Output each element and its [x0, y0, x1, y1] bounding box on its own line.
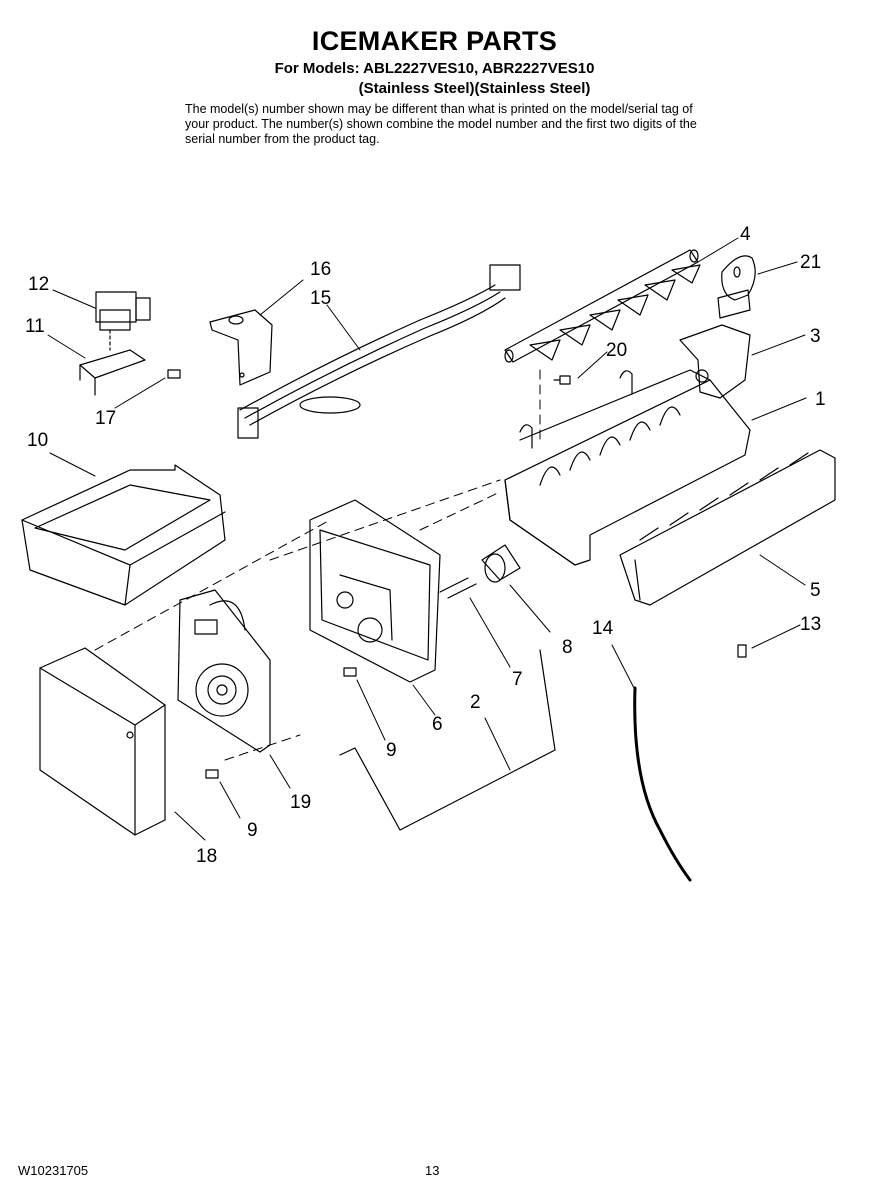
screw-part-20: [553, 375, 571, 385]
callout-16: 16: [310, 259, 331, 280]
screw-part-9a: [343, 667, 357, 677]
shutoff-arm-part-2: [339, 649, 556, 831]
models-line-2: (Stainless Steel)(Stainless Steel): [358, 80, 591, 97]
cam-part-21: [717, 255, 756, 319]
screw-part-13: [737, 644, 747, 658]
callout-21: 21: [800, 252, 821, 273]
water-valve-part-12: [95, 291, 151, 351]
wire-harness-part-15: [237, 264, 521, 439]
document-number: W10231705: [18, 1163, 89, 1178]
housing-part-6: [309, 499, 441, 683]
callout-6: 6: [432, 714, 443, 735]
callout-8: 8: [562, 637, 573, 658]
screw-part-17: [167, 369, 181, 379]
part-8: [481, 544, 521, 583]
page-number: 13: [425, 1163, 440, 1178]
ice-bin-part-10: [21, 464, 226, 606]
callout-3: 3: [810, 326, 821, 347]
bearing-part-3: [679, 324, 751, 399]
valve-bracket-part-11: [79, 349, 146, 396]
page-title: ICEMAKER PARTS: [311, 26, 558, 56]
tube-part-14: [633, 686, 692, 882]
callout-2: 2: [470, 692, 481, 713]
callout-15: 15: [310, 288, 331, 309]
callout-19: 19: [290, 792, 311, 813]
callout-10: 10: [27, 430, 48, 451]
callout-17: 17: [95, 408, 116, 429]
callout-9b: 9: [247, 820, 258, 841]
callout-18: 18: [196, 846, 217, 867]
callout-numbers: 1 2 3 4 5 6 7 8 9 9 10 11 12 13 14 15 16…: [25, 224, 826, 867]
cover-part-18: [39, 647, 166, 836]
model-note: The model(s) number shown may be differe…: [185, 102, 697, 146]
ejector-part-4: [504, 249, 701, 363]
bracket-part-16: [209, 309, 273, 386]
callout-11: 11: [25, 316, 45, 337]
callout-20: 20: [606, 340, 627, 361]
callout-5: 5: [810, 580, 821, 601]
cover-part-5: [619, 449, 836, 606]
callout-12: 12: [28, 274, 49, 295]
leader-lines: [47, 237, 807, 841]
callout-7: 7: [512, 669, 523, 690]
callout-13: 13: [800, 614, 821, 635]
motor-part-19: [177, 589, 271, 753]
callout-4: 4: [740, 224, 751, 245]
screw-part-9b: [205, 769, 219, 779]
callout-14: 14: [592, 618, 614, 639]
callout-1: 1: [815, 389, 826, 410]
callout-9a: 9: [386, 740, 397, 761]
part-7: [439, 577, 477, 599]
models-line-1: For Models: ABL2227VES10, ABR2227VES10: [274, 60, 595, 77]
mold-part-1: [504, 369, 751, 566]
